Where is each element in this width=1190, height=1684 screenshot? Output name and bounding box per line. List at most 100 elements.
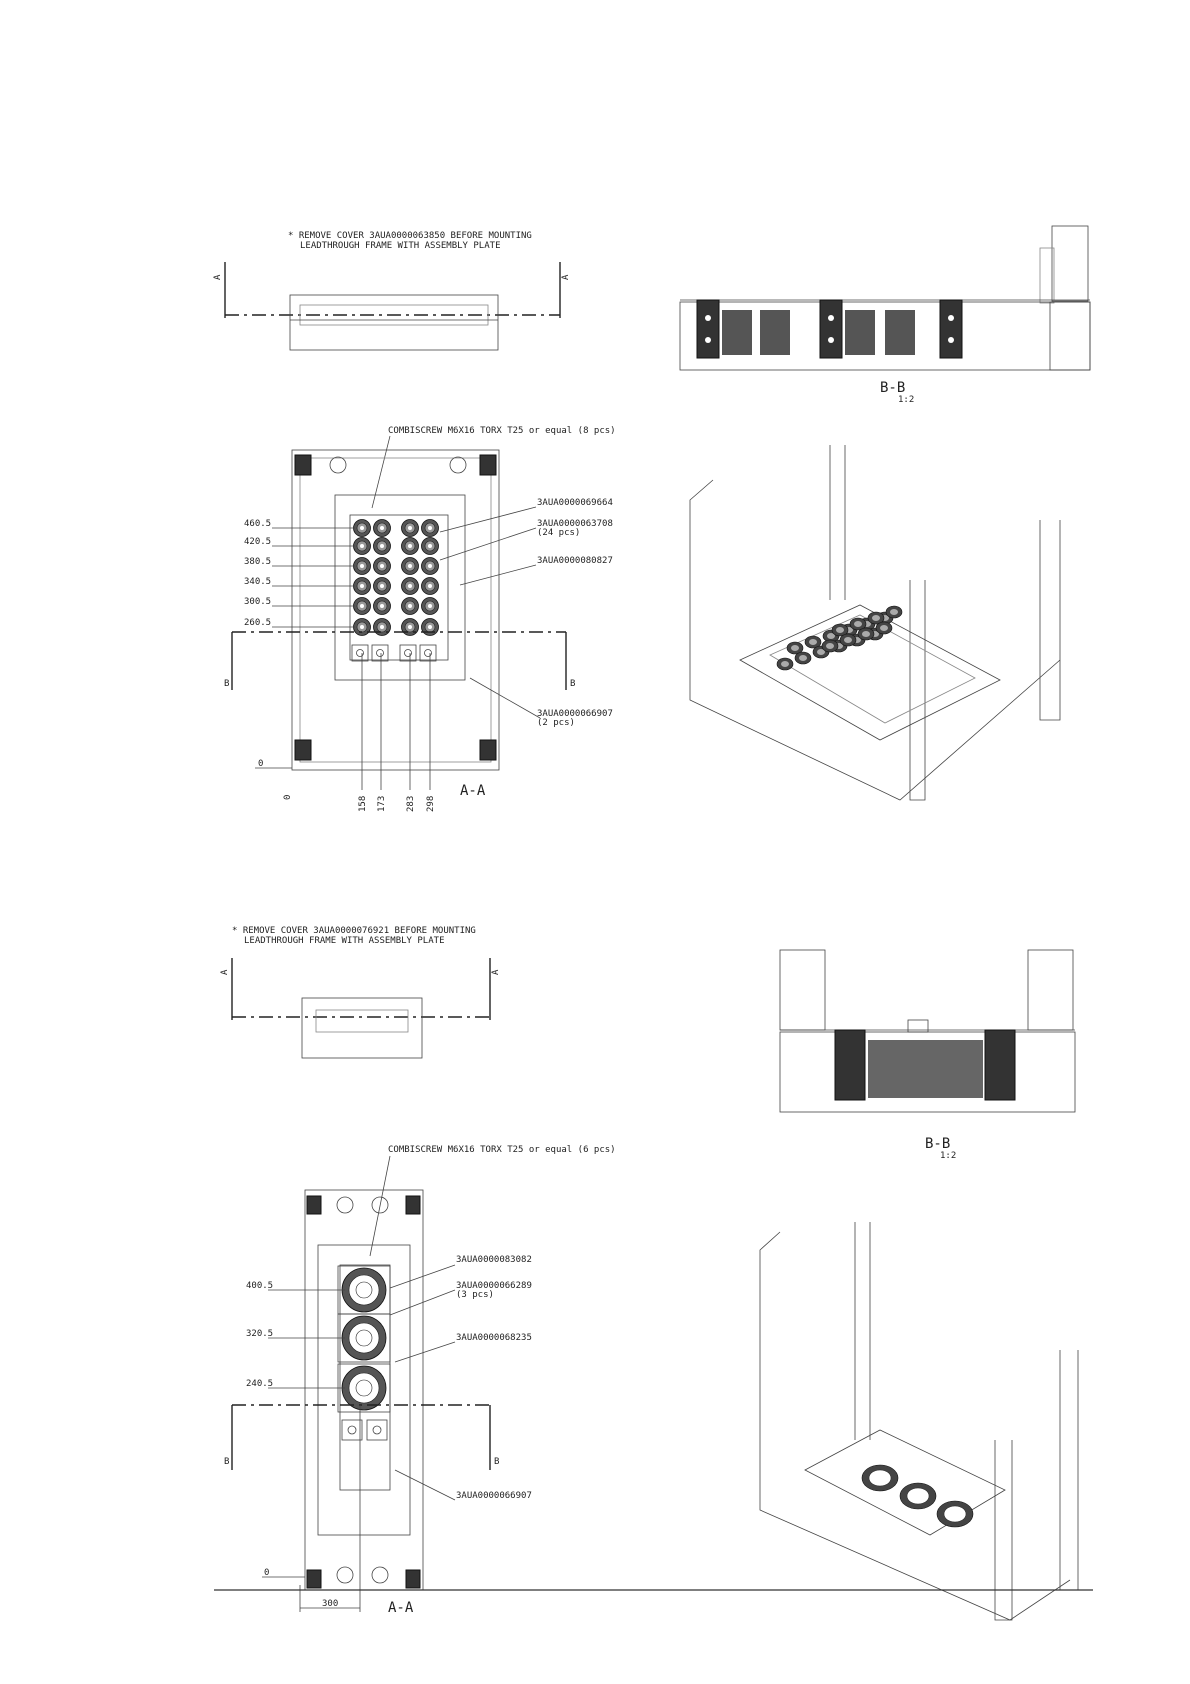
cable-grommet <box>421 618 439 636</box>
top-bb-scale: 1:2 <box>898 395 914 405</box>
dimension-label: 460.5 <box>244 519 271 529</box>
dimension-label: 173 <box>377 796 387 812</box>
top-dim-zero: 0 <box>258 759 263 769</box>
top-section-a-left: A <box>213 274 223 280</box>
cable-grommet <box>421 577 439 595</box>
cable-grommet <box>353 618 371 636</box>
bottom-cable-ports <box>337 1265 391 1441</box>
cable-grommet <box>373 557 391 575</box>
bottom-dim-300: 300 <box>322 1599 338 1609</box>
top-bottom-dimensions: 0 158 173 283 298 <box>283 653 436 812</box>
iso-grommet <box>857 627 875 641</box>
top-section-a-right: A <box>561 274 571 280</box>
dimension-label: 320.5 <box>246 1329 273 1339</box>
bottom-dim-zero: 0 <box>264 1568 269 1578</box>
cable-grommet <box>373 519 391 537</box>
iso-large-grommet <box>936 1500 974 1528</box>
bottom-part2-line2: (3 pcs) <box>456 1290 494 1300</box>
iso-grommet <box>821 639 839 653</box>
top-note-line2: LEADTHROUGH FRAME WITH ASSEMBLY PLATE <box>300 241 500 251</box>
cable-grommet <box>401 537 419 555</box>
top-part4-line2: (2 pcs) <box>537 718 575 728</box>
bottom-note-line2: LEADTHROUGH FRAME WITH ASSEMBLY PLATE <box>244 936 444 946</box>
bottom-bb-title: B-B <box>925 1136 950 1152</box>
top-part4-line1: 3AUA0000066907 <box>537 709 613 719</box>
bottom-section-b-left: B <box>224 1457 229 1467</box>
bottom-section-a-view: * REMOVE COVER 3AUA0000076921 BEFORE MOU… <box>220 926 501 1059</box>
top-section-b-left: B <box>224 679 229 689</box>
cable-grommet <box>373 577 391 595</box>
cable-grommet <box>421 537 439 555</box>
cable-grommet <box>401 577 419 595</box>
iso-grommet <box>786 641 804 655</box>
top-cable-ports <box>351 519 439 662</box>
bottom-part3: 3AUA0000068235 <box>456 1333 532 1343</box>
bottom-part2-line1: 3AUA0000066289 <box>456 1281 532 1291</box>
iso-grommet <box>839 633 857 647</box>
bottom-section-bb: B-B 1:2 <box>779 949 1076 1161</box>
cable-grommet <box>353 537 371 555</box>
blank-plate <box>399 644 417 662</box>
dimension-label: 298 <box>426 796 436 812</box>
cable-grommet <box>353 577 371 595</box>
bottom-bb-scale: 1:2 <box>940 1151 956 1161</box>
iso-grommet <box>849 617 867 631</box>
blank-plate <box>371 644 389 662</box>
iso-large-grommet <box>899 1482 937 1510</box>
top-part1: 3AUA0000069664 <box>537 498 613 508</box>
top-view-label: A-A <box>460 783 486 799</box>
dimension-label: 380.5 <box>244 557 271 567</box>
cable-grommet <box>373 618 391 636</box>
cable-grommet <box>353 557 371 575</box>
cable-grommet <box>421 519 439 537</box>
iso-grommet <box>804 635 822 649</box>
top-section-bb: B-B 1:2 <box>679 225 1091 405</box>
iso-grommet <box>867 611 885 625</box>
iso-grommet <box>831 623 849 637</box>
bottom-note-line1: * REMOVE COVER 3AUA0000076921 BEFORE MOU… <box>232 926 476 936</box>
cable-grommet <box>421 597 439 615</box>
cable-grommet <box>373 597 391 615</box>
bottom-isometric-view <box>759 1222 1079 1621</box>
cable-grommet <box>401 597 419 615</box>
top-bb-title: B-B <box>880 380 905 396</box>
iso-grommet <box>875 621 893 635</box>
dimension-label: 240.5 <box>246 1379 273 1389</box>
blank-plate <box>366 1419 388 1441</box>
cable-grommet <box>401 618 419 636</box>
cable-grommet <box>401 519 419 537</box>
top-iso-ports <box>776 605 903 671</box>
top-part3: 3AUA0000080827 <box>537 556 613 566</box>
dimension-label: 283 <box>406 796 416 812</box>
dimension-label: 0 <box>283 795 293 800</box>
bottom-section-a-left: A <box>220 969 230 975</box>
cable-grommet <box>353 519 371 537</box>
large-cable-grommet <box>337 1265 391 1315</box>
dimension-label: 400.5 <box>246 1281 273 1291</box>
bottom-view-label: A-A <box>388 1600 414 1616</box>
top-part2-line2: (24 pcs) <box>537 528 580 538</box>
top-isometric-view <box>689 445 1061 801</box>
cable-grommet <box>421 557 439 575</box>
bottom-dimension-labels: 400.5 320.5 240.5 <box>246 1281 345 1389</box>
bottom-screw-callout: COMBISCREW M6X16 TORX T25 or equal (6 pc… <box>388 1145 616 1155</box>
iso-grommet <box>776 657 794 671</box>
cable-grommet <box>353 597 371 615</box>
bottom-part4: 3AUA0000066907 <box>456 1491 532 1501</box>
dimension-label: 158 <box>358 796 368 812</box>
top-screw-callout: COMBISCREW M6X16 TORX T25 or equal (8 pc… <box>388 426 616 436</box>
top-part2-line1: 3AUA0000063708 <box>537 519 613 529</box>
iso-grommet <box>794 651 812 665</box>
blank-plate <box>341 1419 363 1441</box>
top-section-b-right: B <box>570 679 575 689</box>
bottom-iso-ports <box>861 1464 974 1528</box>
top-note-line1: * REMOVE COVER 3AUA0000063850 BEFORE MOU… <box>288 231 532 241</box>
large-cable-grommet <box>337 1313 391 1363</box>
bottom-part1: 3AUA0000083082 <box>456 1255 532 1265</box>
dimension-label: 260.5 <box>244 618 271 628</box>
blank-plate <box>351 644 369 662</box>
iso-large-grommet <box>861 1464 899 1492</box>
dimension-label: 300.5 <box>244 597 271 607</box>
